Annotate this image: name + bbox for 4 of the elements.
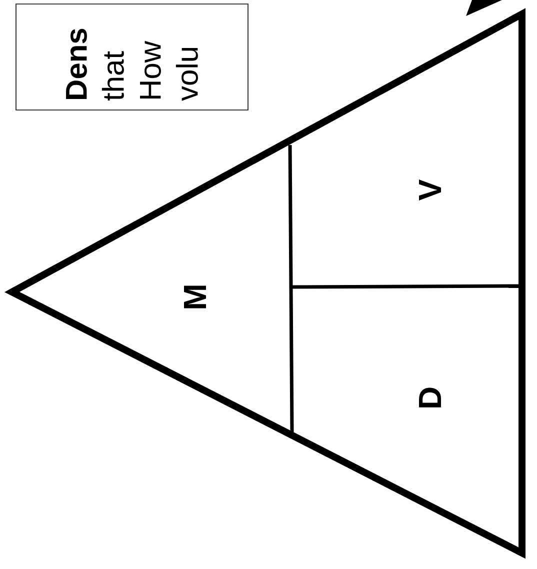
text-box: Dens that How volu <box>16 4 248 110</box>
letter-label: D <box>419 388 442 408</box>
letter-label: V <box>419 180 442 200</box>
letter-label: M <box>184 286 206 308</box>
